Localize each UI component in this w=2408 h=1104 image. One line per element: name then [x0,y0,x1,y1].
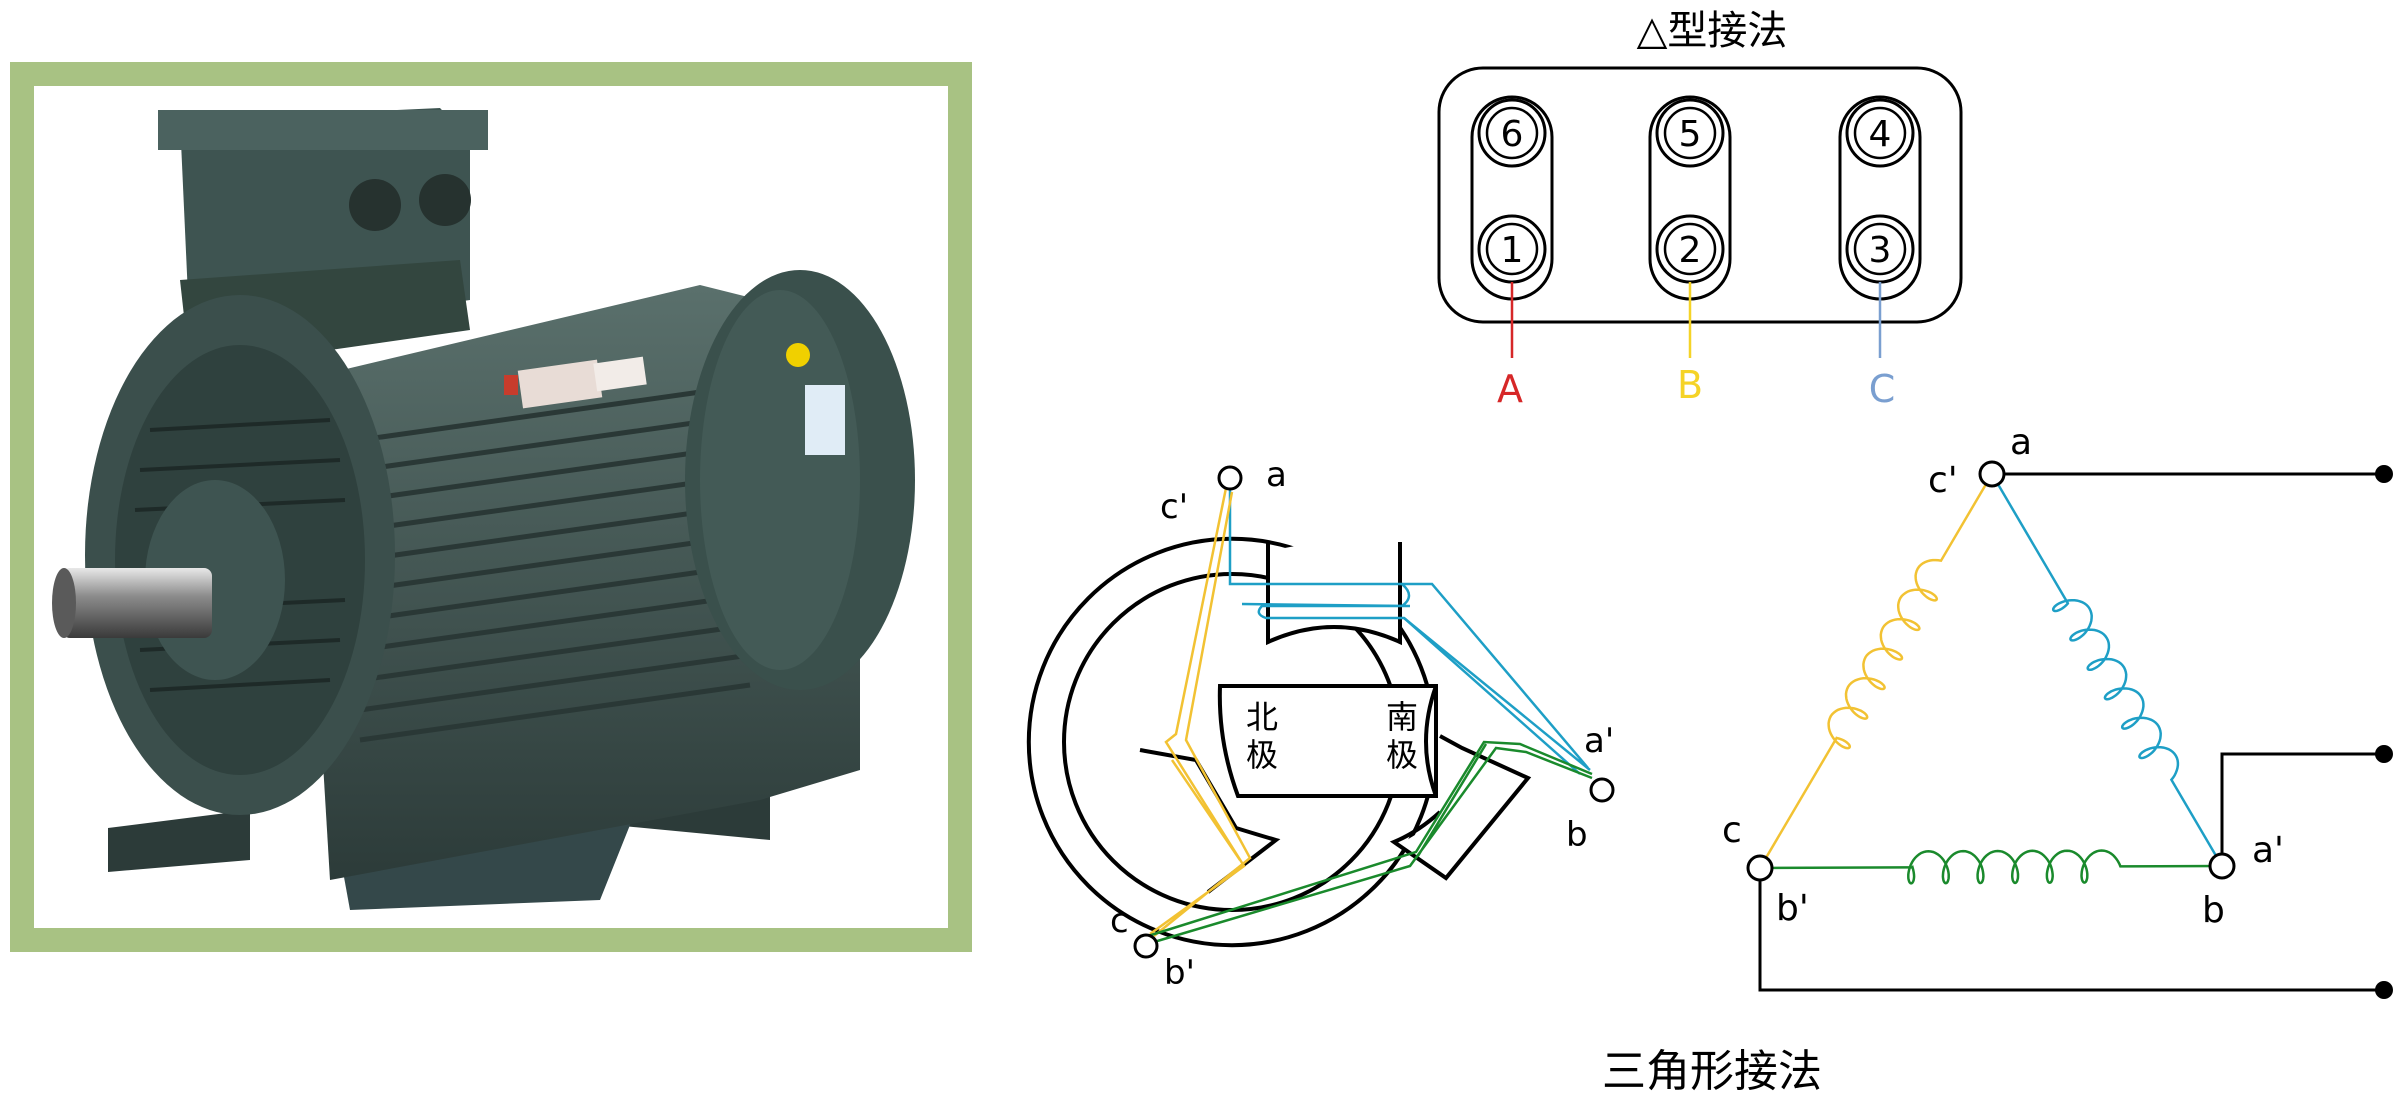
motor-shaft [62,568,212,638]
supply-line-middle [2220,752,2384,866]
stator-label-a-prime: a' [1584,721,1614,761]
delta-node-top[interactable] [1978,460,2006,488]
terminal-box-outline [1437,66,1963,324]
terminal-label-6: 6 [1501,114,1524,155]
rotor [1217,684,1438,798]
terminal-label-2: 2 [1679,230,1702,271]
delta-label-c: c [1722,810,1742,851]
pole-top [1268,543,1400,640]
delta-label-a: a [2010,422,2032,463]
delta-label-c-prime: c' [1928,460,1958,501]
terminal-label-4: 4 [1869,114,1892,155]
terminal-5 [1655,98,1725,168]
delta-coil-blue [1990,473,2224,867]
motor-photo [10,62,972,952]
terminal-box-diagram: △型接法 6 5 4 1 2 3 A B C [1437,8,1963,411]
delta-diagram: a c' a' b c b' [1722,422,2393,999]
supply-terminal-3[interactable] [2375,981,2393,999]
nameplate [517,359,603,409]
terminal-box-title: △型接法 [1637,8,1788,54]
pole-south-label: 南极 [1386,698,1418,774]
stator-terminal-b[interactable] [1589,777,1615,803]
delta-node-right[interactable] [2208,852,2236,880]
stator-winding-green [1147,740,1593,944]
stator-label-a: a [1266,455,1287,495]
pole-left [1134,746,1278,890]
cooling-fins [359,382,751,743]
delta-coil-green [1759,849,2223,885]
stator-label-b: b [1566,815,1588,855]
phase-a-label: A [1497,367,1523,411]
stator-label-b-prime: b' [1164,953,1195,993]
phase-c-label: C [1869,367,1896,411]
stator-winding-blue [1228,478,1581,775]
stator-terminal-a[interactable] [1217,465,1243,491]
supply-terminal-1[interactable] [2375,465,2393,483]
pole-right [1400,736,1528,876]
stator-diagram: 北极 南极 a c' a' b c b' [1026,455,1615,993]
pole-north-label: 北极 [1246,698,1278,774]
delta-label-b: b [2202,890,2225,931]
supply-terminal-2[interactable] [2375,745,2393,763]
phase-b-label: B [1677,363,1703,407]
terminal-label-5: 5 [1679,114,1702,155]
delta-label-b-prime: b' [1776,888,1809,929]
terminal-4 [1845,98,1915,168]
delta-coil-yellow [1758,473,1994,869]
stator-label-c: c [1110,901,1129,941]
terminal-6 [1477,98,1547,168]
terminal-label-1: 1 [1501,230,1524,271]
stator-label-c-prime: c' [1160,487,1188,527]
delta-node-left[interactable] [1746,854,1774,882]
stator-terminal-c[interactable] [1133,933,1159,959]
stator-winding-yellow [1149,487,1252,937]
terminal-label-3: 3 [1869,230,1892,271]
supply-line-bottom [1758,868,2384,992]
delta-label-a-prime: a' [2252,830,2284,871]
diagram-caption: 三角形接法 [1602,1046,1822,1097]
